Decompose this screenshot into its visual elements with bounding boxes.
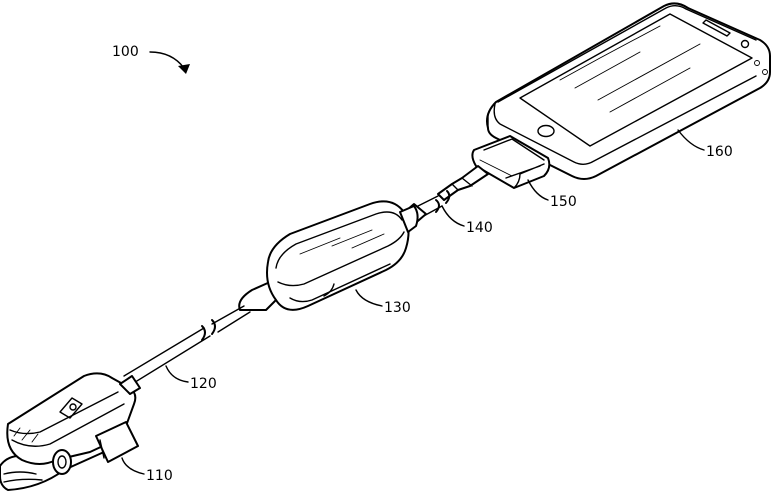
label-120: 120 [190, 376, 217, 392]
label-100: 100 [112, 44, 139, 60]
label-140: 140 [466, 220, 493, 236]
label-150: 150 [550, 194, 577, 210]
label-160: 160 [706, 144, 733, 160]
leader-160 [678, 130, 704, 150]
sensor-clip [0, 373, 140, 490]
label-110: 110 [146, 468, 173, 484]
arrowhead-100 [178, 64, 190, 74]
clip-hinge [53, 450, 71, 474]
leader-140 [442, 206, 464, 226]
leader-130 [356, 290, 382, 306]
sensor-cable [124, 306, 250, 384]
leader-110 [122, 458, 144, 474]
label-130: 130 [384, 300, 411, 316]
leader-120 [166, 366, 188, 382]
module [239, 201, 417, 310]
leader-100 [150, 52, 184, 68]
leader-150 [528, 180, 548, 200]
